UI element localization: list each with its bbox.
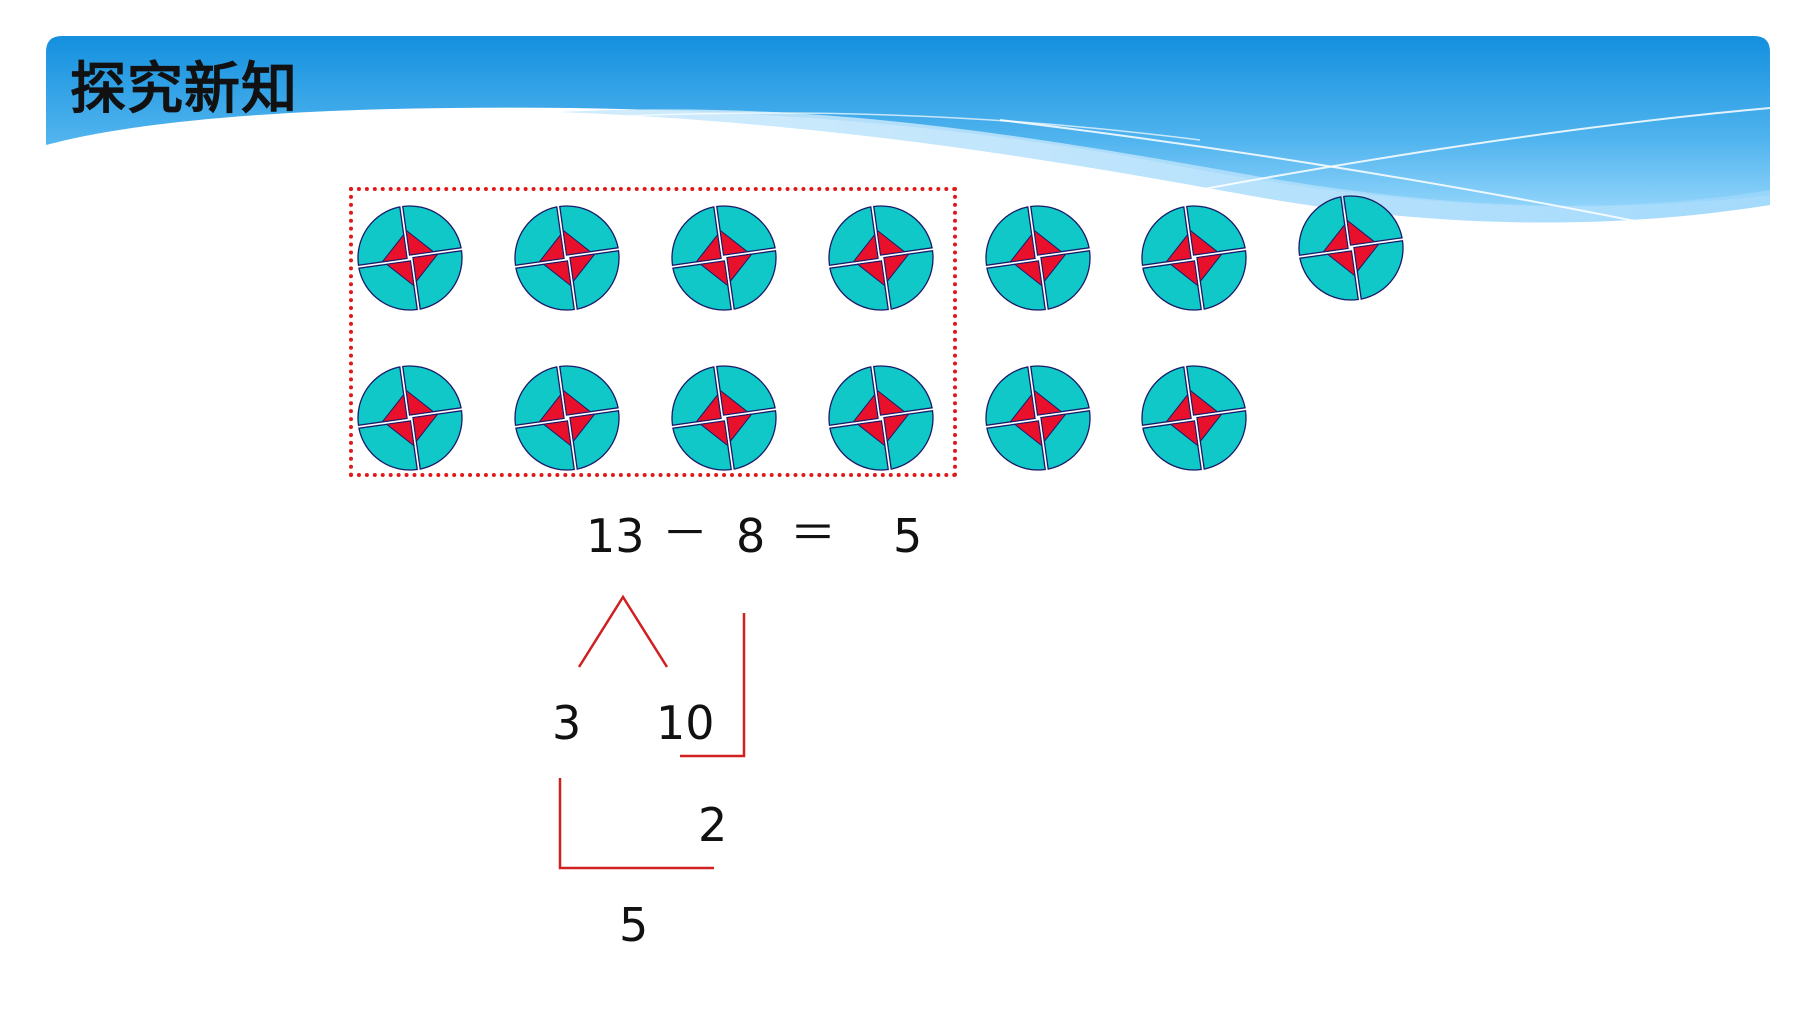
pinwheel-icon — [1298, 195, 1404, 301]
pinwheel-8 — [352, 360, 468, 476]
pinwheel-icon — [1141, 365, 1247, 471]
equation-minuend: 13 — [586, 509, 645, 563]
pinwheel-3 — [666, 200, 782, 316]
split-part-10: 10 — [656, 696, 715, 750]
final-sum: 5 — [619, 898, 649, 952]
pinwheel-icon — [828, 365, 934, 471]
pinwheel-12 — [980, 360, 1096, 476]
split-branch-lines — [577, 594, 669, 668]
pinwheel-icon — [985, 205, 1091, 311]
pinwheel-11 — [823, 360, 939, 476]
equation-result: 5 — [893, 509, 923, 563]
grouped-eight-box — [349, 187, 957, 477]
pinwheel-13 — [1136, 360, 1252, 476]
intermediate-difference: 2 — [698, 798, 728, 852]
pinwheel-7 — [1293, 190, 1409, 306]
pinwheel-icon — [671, 205, 777, 311]
pinwheel-icon — [1141, 205, 1247, 311]
pinwheel-icon — [985, 365, 1091, 471]
pinwheel-icon — [357, 365, 463, 471]
pinwheel-1 — [352, 200, 468, 316]
pinwheel-4 — [823, 200, 939, 316]
equation-equals-sign: ＝ — [790, 506, 836, 560]
subtract-bracket-right — [680, 613, 746, 758]
pinwheel-icon — [671, 365, 777, 471]
pinwheel-5 — [980, 200, 1096, 316]
pinwheel-10 — [666, 360, 782, 476]
header-wave-banner — [46, 36, 1771, 223]
equation-minus-sign: － — [662, 506, 708, 560]
pinwheel-6 — [1136, 200, 1252, 316]
slide-title: 探究新知 — [70, 57, 298, 122]
pinwheel-2 — [509, 200, 625, 316]
pinwheel-9 — [509, 360, 625, 476]
pinwheel-icon — [514, 365, 620, 471]
pinwheel-icon — [828, 205, 934, 311]
split-part-3: 3 — [552, 696, 582, 750]
equation-subtrahend: 8 — [736, 509, 766, 563]
pinwheel-icon — [514, 205, 620, 311]
add-bracket-left — [558, 778, 714, 870]
pinwheel-icon — [357, 205, 463, 311]
